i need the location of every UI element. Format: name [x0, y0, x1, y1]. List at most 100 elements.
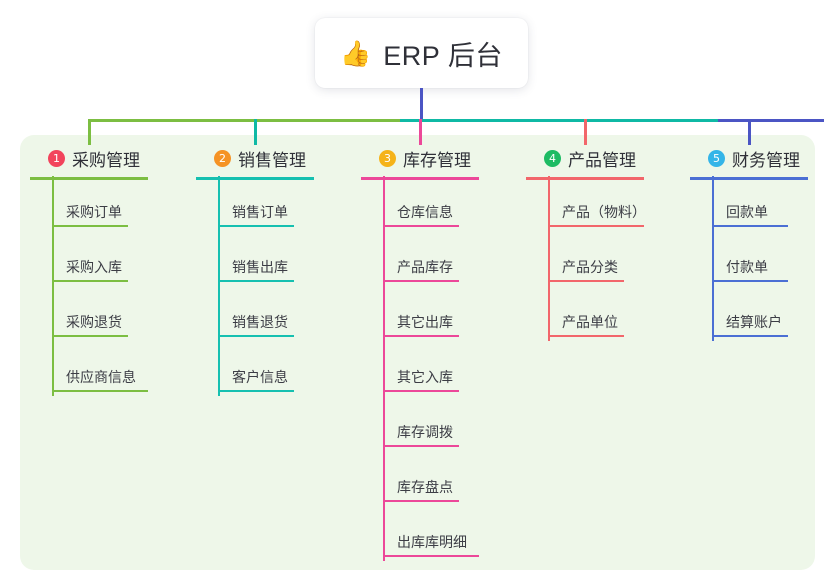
branch-underline	[30, 177, 148, 180]
branch-item-label: 其它入库	[397, 369, 453, 385]
branch-item[interactable]: 采购退货	[30, 290, 148, 345]
branch-item-underline	[52, 225, 128, 227]
branch-item-label: 产品（物料）	[562, 204, 646, 220]
branch-item-list: 销售订单销售出库销售退货客户信息	[196, 180, 314, 400]
branch-item-label: 产品分类	[562, 259, 618, 275]
bus-drop-connector	[254, 119, 257, 145]
branch-item[interactable]: 供应商信息	[30, 345, 148, 400]
branch-item-label: 供应商信息	[66, 369, 136, 385]
branch-item-list: 采购订单采购入库采购退货供应商信息	[30, 180, 148, 400]
branch-item[interactable]: 出库库明细	[361, 510, 479, 565]
branch-item-underline	[218, 225, 294, 227]
branch-item-underline	[218, 280, 294, 282]
branch-title: 库存管理	[403, 150, 471, 170]
branch-item-underline	[383, 390, 459, 392]
branch-title: 财务管理	[732, 150, 800, 170]
branch-title: 销售管理	[238, 150, 306, 170]
branch-item-underline	[383, 280, 459, 282]
branch-item-label: 销售退货	[232, 314, 288, 330]
branch-item[interactable]: 客户信息	[196, 345, 314, 400]
branch-item-list: 回款单付款单结算账户	[690, 180, 808, 345]
branch-item-label: 仓库信息	[397, 204, 453, 220]
bus-drop-connector	[748, 119, 751, 145]
branch-underline	[361, 177, 479, 180]
branch-item[interactable]: 产品（物料）	[526, 180, 646, 235]
branch-item-label: 回款单	[726, 204, 768, 220]
branch-item[interactable]: 库存调拨	[361, 400, 479, 455]
branch-item-label: 出库库明细	[397, 534, 467, 550]
bus-segment	[400, 119, 720, 122]
branch-item[interactable]: 采购订单	[30, 180, 148, 235]
bus-drop-connector	[88, 119, 91, 145]
branch-title: 采购管理	[72, 150, 140, 170]
branch-item-underline	[383, 335, 459, 337]
branch-item-underline	[712, 335, 788, 337]
branch-item[interactable]: 付款单	[690, 235, 808, 290]
branch-title: 产品管理	[568, 150, 636, 170]
branch-item-label: 其它出库	[397, 314, 453, 330]
branch-underline	[690, 177, 808, 180]
root-stem-connector	[420, 88, 423, 121]
branch-item[interactable]: 结算账户	[690, 290, 808, 345]
branch-item-label: 销售订单	[232, 204, 288, 220]
branch-item-underline	[52, 280, 128, 282]
branch-item[interactable]: 库存盘点	[361, 455, 479, 510]
branch-item[interactable]: 仓库信息	[361, 180, 479, 235]
branch-item[interactable]: 采购入库	[30, 235, 148, 290]
branch-item[interactable]: 销售出库	[196, 235, 314, 290]
bus-segment	[718, 119, 824, 122]
branch-spine	[548, 176, 550, 341]
branch-item-label: 付款单	[726, 259, 768, 275]
branch-item-label: 库存调拨	[397, 424, 453, 440]
branch-item-underline	[712, 280, 788, 282]
branch-item[interactable]: 产品分类	[526, 235, 644, 290]
branch-item-underline	[218, 390, 294, 392]
branch-item-list: 仓库信息产品库存其它出库其它入库库存调拨库存盘点出库库明细	[361, 180, 479, 565]
root-node-content: 👍 ERP 后台	[340, 34, 503, 73]
bus-drop-connector	[584, 119, 587, 145]
branch-item-underline	[52, 335, 128, 337]
branch-item[interactable]: 其它入库	[361, 345, 479, 400]
branch-item-underline	[548, 335, 624, 337]
bus-segment	[88, 119, 402, 122]
branch-header-purchase[interactable]: 1 采购管理	[30, 145, 148, 171]
branch-item-underline	[383, 225, 459, 227]
branch-header-finance[interactable]: 5 财务管理	[690, 145, 808, 171]
branch-item-label: 产品库存	[397, 259, 453, 275]
branch-spine	[383, 176, 385, 561]
branch-item-label: 采购退货	[66, 314, 122, 330]
branch-item[interactable]: 销售订单	[196, 180, 314, 235]
branch-item-label: 产品单位	[562, 314, 618, 330]
thumbs-up-icon: 👍	[340, 38, 372, 68]
branch-item-label: 客户信息	[232, 369, 288, 385]
branch-item-label: 结算账户	[726, 314, 782, 330]
branch-item[interactable]: 回款单	[690, 180, 808, 235]
branch-item-underline	[383, 555, 479, 557]
branch-spine	[712, 176, 714, 341]
branch-item[interactable]: 产品单位	[526, 290, 644, 345]
diagram-panel	[20, 135, 815, 570]
branch-spine	[52, 176, 54, 396]
branch-item-underline	[52, 390, 148, 392]
branch-item[interactable]: 其它出库	[361, 290, 479, 345]
branch-column-purchase: 1 采购管理采购订单采购入库采购退货供应商信息	[30, 145, 148, 400]
branch-item-underline	[218, 335, 294, 337]
branch-underline	[526, 177, 644, 180]
branch-header-sales[interactable]: 2 销售管理	[196, 145, 314, 171]
branch-column-finance: 5 财务管理回款单付款单结算账户	[690, 145, 808, 345]
branch-item[interactable]: 产品库存	[361, 235, 479, 290]
branch-item[interactable]: 销售退货	[196, 290, 314, 345]
branch-index-badge: 5	[708, 149, 725, 167]
branch-item-label: 采购入库	[66, 259, 122, 275]
branch-index-badge: 1	[48, 149, 65, 167]
branch-item-underline	[548, 225, 644, 227]
root-node[interactable]: 👍 ERP 后台	[315, 18, 528, 88]
branch-item-label: 库存盘点	[397, 479, 453, 495]
branch-index-badge: 2	[214, 149, 231, 167]
branch-item-label: 销售出库	[232, 259, 288, 275]
branch-item-list: 产品（物料） 产品分类产品单位	[526, 180, 646, 345]
